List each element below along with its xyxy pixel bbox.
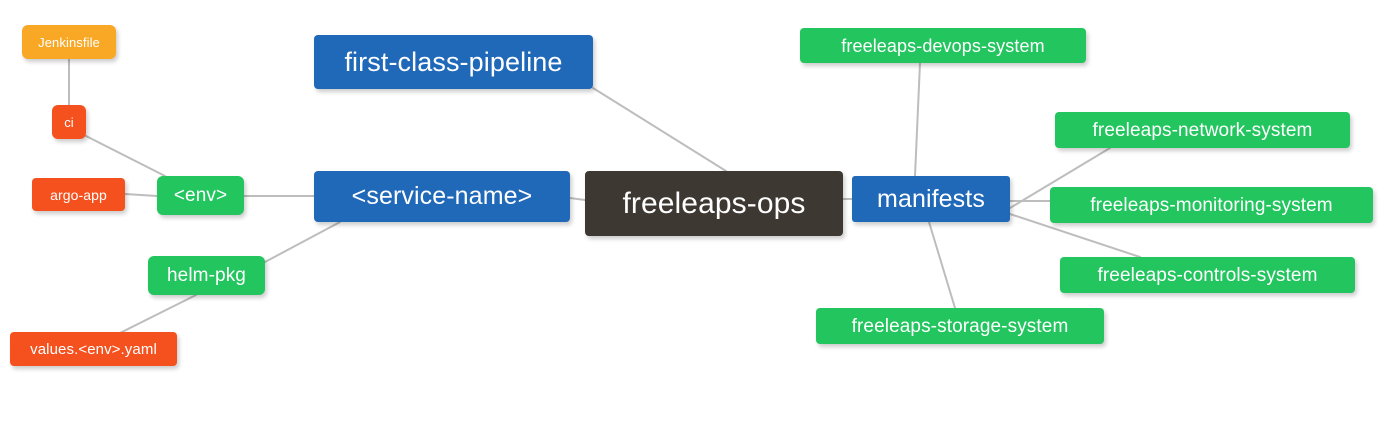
edge-first-class-pipeline-to-freeleaps-ops (592, 87, 727, 172)
node-helm-pkg[interactable]: helm-pkg (148, 256, 265, 295)
node-jenkinsfile[interactable]: Jenkinsfile (22, 25, 116, 59)
node-env[interactable]: <env> (157, 176, 244, 215)
node-label: argo-app (50, 186, 107, 203)
node-storage-system[interactable]: freeleaps-storage-system (816, 308, 1104, 344)
node-label: values.<env>.yaml (30, 340, 157, 358)
node-label: freeleaps-storage-system (851, 315, 1069, 337)
edge-helm-pkg-to-values-yaml (119, 294, 197, 334)
edge-manifests-to-controls-system (1009, 213, 1141, 258)
node-devops-system[interactable]: freeleaps-devops-system (800, 28, 1086, 63)
edge-manifests-to-devops-system (914, 62, 921, 177)
edge-service-name-to-freeleaps-ops (569, 197, 586, 201)
node-service-name[interactable]: <service-name> (314, 171, 570, 222)
edge-service-name-to-helm-pkg (264, 221, 341, 263)
node-label: ci (64, 114, 74, 130)
node-values-yaml[interactable]: values.<env>.yaml (10, 332, 177, 366)
edge-manifests-to-storage-system (928, 221, 956, 309)
edge-argo-app-to-env (124, 193, 158, 197)
node-label: manifests (877, 184, 985, 213)
node-label: helm-pkg (167, 265, 246, 286)
node-freeleaps-ops[interactable]: freeleaps-ops (585, 171, 843, 236)
node-label: Jenkinsfile (38, 34, 100, 50)
node-network-system[interactable]: freeleaps-network-system (1055, 112, 1350, 148)
node-label: freeleaps-ops (622, 186, 806, 220)
node-argo-app[interactable]: argo-app (32, 178, 125, 211)
node-label: first-class-pipeline (344, 46, 563, 77)
edge-manifests-to-network-system (1009, 147, 1111, 209)
node-monitoring-system[interactable]: freeleaps-monitoring-system (1050, 187, 1373, 223)
node-controls-system[interactable]: freeleaps-controls-system (1060, 257, 1355, 293)
node-label: freeleaps-controls-system (1097, 264, 1318, 286)
node-label: <env> (173, 185, 228, 206)
node-label: freeleaps-devops-system (841, 35, 1045, 56)
node-first-class-pipeline[interactable]: first-class-pipeline (314, 35, 593, 89)
node-manifests[interactable]: manifests (852, 176, 1010, 222)
node-label: freeleaps-monitoring-system (1090, 194, 1333, 216)
node-label: <service-name> (351, 182, 533, 210)
node-label: freeleaps-network-system (1092, 119, 1313, 141)
node-ci[interactable]: ci (52, 105, 86, 139)
edge-ci-to-env (85, 135, 166, 177)
